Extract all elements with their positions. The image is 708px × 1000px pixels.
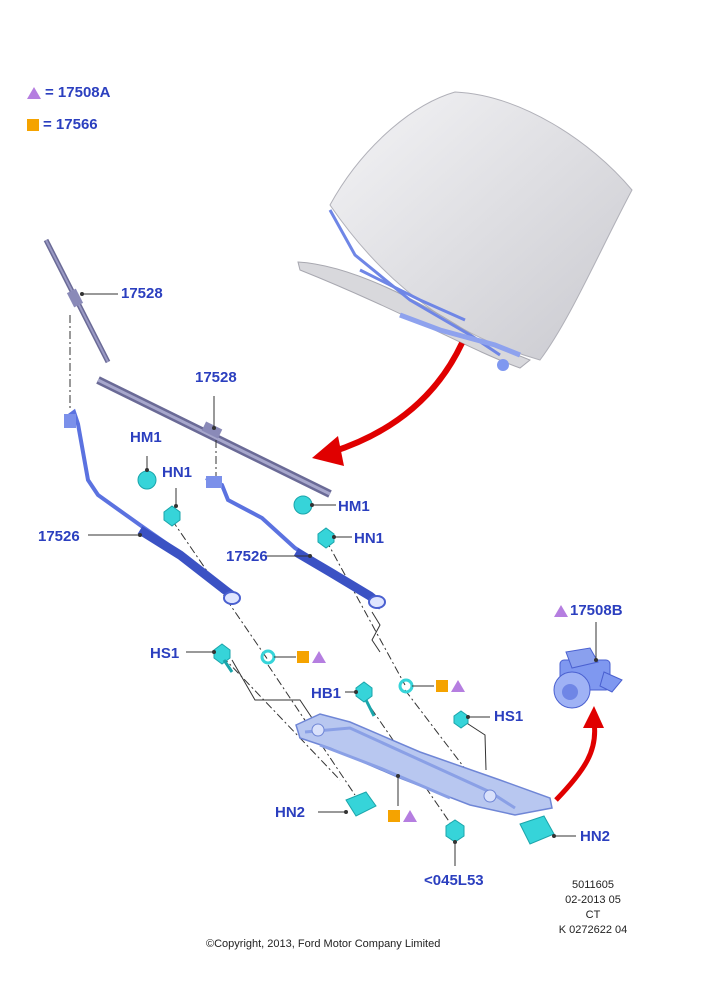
nut-hn1-right — [317, 527, 335, 549]
triangle-symbol — [554, 605, 568, 617]
label-blade-right: 17528 — [195, 369, 237, 386]
wiper-arm-right — [205, 476, 386, 610]
label-motor: 17508B — [570, 602, 623, 619]
reference-line: K 0272622 04 — [558, 924, 628, 936]
copyright-text: ©Copyright, 2013, Ford Motor Company Lim… — [206, 938, 441, 950]
vehicle-windshield-overview — [297, 91, 633, 371]
label-hm1-left: HM1 — [130, 429, 162, 446]
label-hn2-left: HN2 — [275, 804, 306, 821]
square-symbol — [436, 680, 448, 692]
cap-hm1-left — [137, 470, 157, 490]
arrow-to-motor — [554, 706, 604, 802]
wiper-blade-left — [43, 238, 111, 364]
square-symbol — [27, 118, 39, 131]
symbol-pair-linkage — [388, 810, 417, 822]
cap-hm1-right — [293, 495, 313, 515]
label-bolt: <045L53 — [424, 872, 484, 889]
symbol-pair-washer-right — [436, 680, 465, 692]
wiper-motor — [553, 647, 623, 709]
wiper-linkage — [295, 713, 553, 816]
reference-line: 02-2013 05 — [565, 894, 621, 906]
legend-17508a: = 17508A — [27, 84, 110, 101]
label-hm1-right: HM1 — [338, 498, 370, 515]
pad-hn2-left — [345, 791, 377, 817]
legend-17566: = 17566 — [27, 116, 98, 133]
label-hs1-left: HS1 — [150, 645, 180, 662]
pad-hn2-right — [519, 815, 555, 845]
label-hb1: HB1 — [311, 685, 342, 702]
triangle-symbol — [403, 810, 417, 822]
symbol-pair-washer-left — [297, 651, 326, 663]
stud-hs1-right — [453, 710, 469, 729]
label-hn2-right: HN2 — [580, 828, 611, 845]
stud-hs1-left — [213, 643, 234, 673]
label-hs1-right: HS1 — [494, 708, 524, 725]
legend-text: = 17508A — [45, 84, 111, 101]
washer-left — [260, 649, 276, 665]
reference-line: CT — [585, 909, 601, 921]
legend-text: = 17566 — [43, 116, 98, 133]
triangle-symbol — [312, 651, 326, 663]
wiper-blade-right — [96, 376, 332, 498]
triangle-symbol — [451, 680, 465, 692]
reference-line: 5011605 — [571, 879, 614, 891]
label-blade-left: 17528 — [121, 285, 163, 302]
label-arm-left: 17526 — [38, 528, 80, 545]
reference-block: 5011605 02-2013 05 CT K 0272622 04 — [548, 878, 638, 938]
wiper-arm-left — [64, 408, 241, 605]
label-arm-right: 17526 — [226, 548, 268, 565]
square-symbol — [388, 810, 400, 822]
square-symbol — [297, 651, 309, 663]
washer-right — [398, 678, 414, 694]
bolt-045l53 — [445, 819, 465, 843]
routing-lines — [231, 611, 487, 771]
bolt-hb1 — [355, 681, 376, 717]
label-hn1-right: HN1 — [354, 530, 385, 547]
nut-hn1-left — [163, 505, 181, 527]
triangle-symbol — [27, 86, 41, 99]
arrow-to-detail — [312, 341, 465, 466]
label-hn1-left: HN1 — [162, 464, 193, 481]
